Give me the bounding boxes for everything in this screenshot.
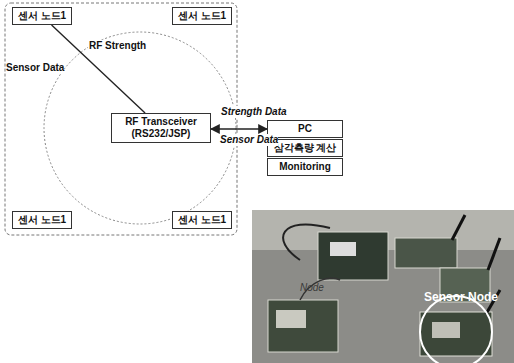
antenna: [452, 215, 465, 240]
connector: [211, 128, 267, 129]
sensor-board: [420, 312, 492, 356]
cable: [283, 224, 330, 260]
sensor-board: [395, 238, 457, 268]
photo-caption: Sensor Node: [424, 290, 498, 304]
sensor-node-box: 센서 노드1: [12, 7, 72, 25]
sensor-area: [5, 3, 237, 235]
photo-caption: Node: [300, 282, 324, 294]
transceiver-board: [318, 232, 388, 280]
node-text: 센서 노드1: [178, 214, 226, 226]
sensor-node-box: 센서 노드1: [172, 7, 232, 25]
signal-label: Sensor Data: [220, 134, 278, 146]
node-text: 센서 노드1: [18, 214, 66, 226]
signal-label: Sensor Data: [6, 62, 64, 74]
node-text: PC: [273, 123, 337, 135]
process-box: 삼각측량 계산: [267, 139, 343, 157]
edge-label: Strength Data: [220, 106, 288, 118]
edge-label: RF Strength: [88, 40, 147, 52]
node-text: 삼각측량 계산: [273, 142, 337, 154]
highlight-circle: [420, 296, 492, 363]
process-box: Monitoring: [267, 158, 343, 176]
sensor-board: [268, 300, 338, 352]
cable: [300, 278, 340, 300]
photo-ground: [252, 210, 514, 363]
sensor-node-box: 센서 노드1: [172, 211, 232, 229]
rf-range-circle: [44, 32, 236, 224]
board-chip: [330, 242, 356, 256]
transceiver-box: RF Transceiver (RS232/JSP): [111, 113, 211, 143]
photo: [252, 210, 514, 363]
board-chip: [276, 310, 306, 328]
antenna: [488, 238, 500, 270]
connector: [52, 25, 146, 113]
node-text: 센서 노드1: [18, 10, 66, 22]
board-chip: [432, 322, 460, 338]
node-text: Monitoring: [273, 161, 337, 173]
node-text: 센서 노드1: [178, 10, 226, 22]
sensor-node-box: 센서 노드1: [12, 211, 72, 229]
node-text: RF Transceiver (RS232/JSP): [117, 116, 205, 140]
pc-box: PC: [267, 120, 343, 138]
